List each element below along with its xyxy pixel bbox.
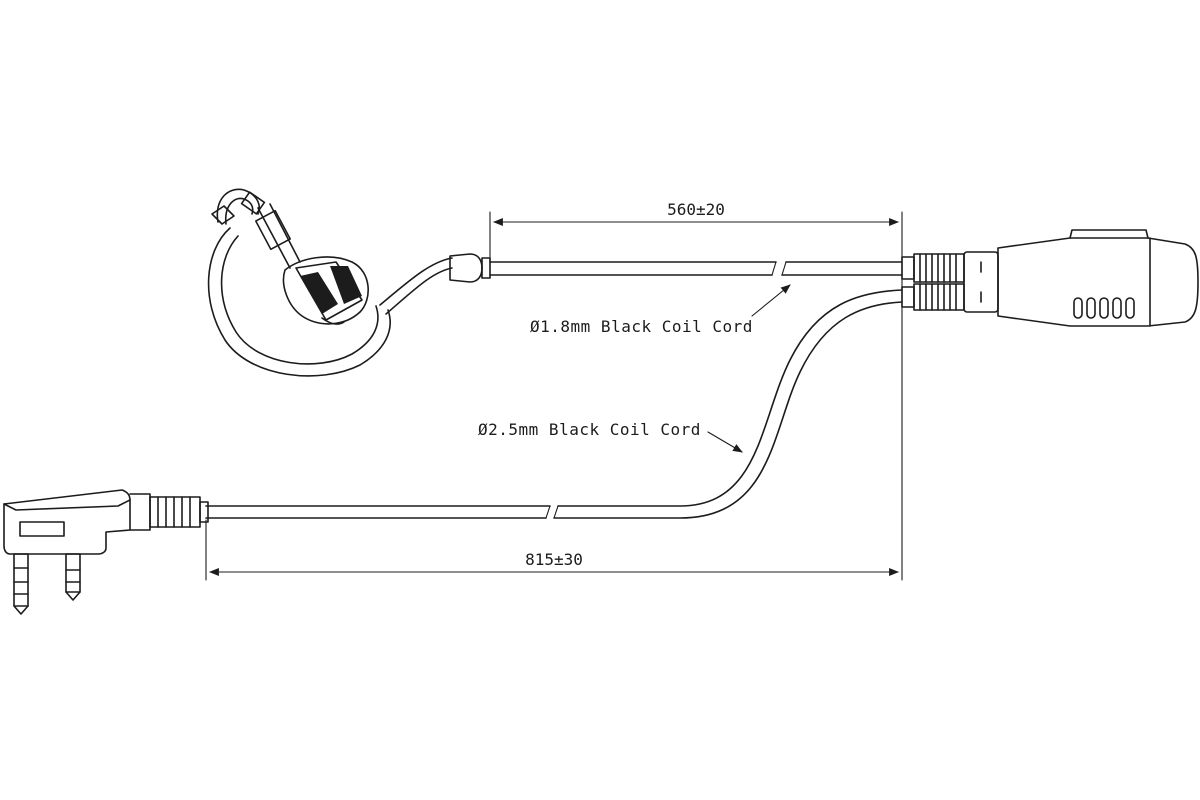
lower-cord-label: Ø2.5mm Black Coil Cord bbox=[478, 420, 701, 439]
upper-cord-callout: Ø1.8mm Black Coil Cord bbox=[530, 284, 791, 336]
upper-cord bbox=[489, 261, 903, 276]
junction-connector bbox=[901, 229, 1199, 327]
lower-dimension-text: 815±30 bbox=[525, 550, 583, 569]
upper-dimension-text: 560±20 bbox=[667, 200, 725, 219]
upper-cord-label: Ø1.8mm Black Coil Cord bbox=[530, 317, 753, 336]
radio-plug bbox=[3, 489, 209, 615]
dimension-upper: 560±20 bbox=[489, 200, 903, 581]
dimension-lower: 815±30 bbox=[205, 519, 899, 581]
ear-hook-speaker bbox=[207, 188, 491, 377]
lower-cord-callout: Ø2.5mm Black Coil Cord bbox=[478, 420, 743, 453]
lower-cord bbox=[205, 289, 903, 519]
